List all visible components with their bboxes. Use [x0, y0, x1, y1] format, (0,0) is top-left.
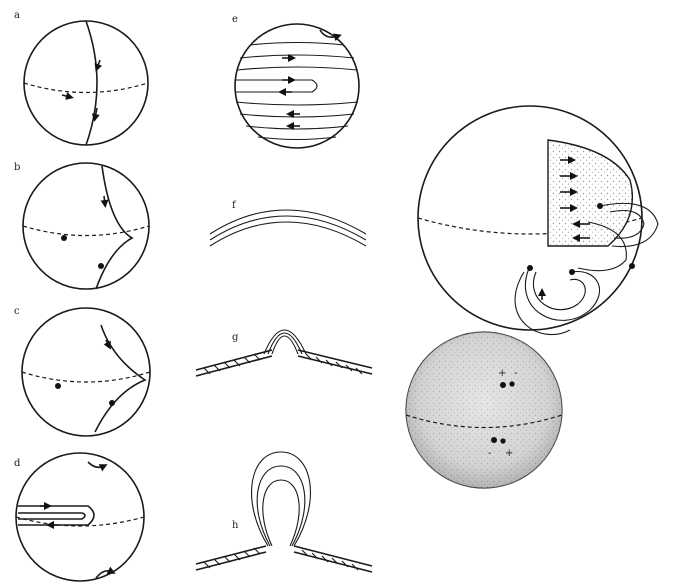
- sphere-b: [23, 163, 149, 289]
- panel-e-label: e: [232, 14, 238, 25]
- panel-h-label: h: [232, 520, 239, 531]
- dot-b-south: [98, 263, 104, 269]
- arrow-b-north: [104, 196, 105, 204]
- field-loop-d-outer: [18, 506, 94, 525]
- emerging-loops-south: [515, 265, 600, 335]
- field-line-b: [96, 166, 132, 289]
- sign-south-negative: -: [488, 448, 491, 459]
- panel-b-label: b: [14, 162, 20, 173]
- panel-e: e: [232, 14, 359, 148]
- arrow-d-north: [88, 462, 104, 467]
- panel-g: g: [196, 330, 372, 376]
- sign-south-positive: +: [505, 448, 513, 459]
- panel-f-label: f: [232, 200, 237, 211]
- sphere-c: [22, 308, 150, 436]
- panel-c-label: c: [14, 306, 20, 317]
- loop-h-middle: [257, 466, 305, 546]
- panel-d: d: [14, 453, 144, 581]
- panel-c: c: [14, 306, 150, 436]
- dot-c-south: [109, 400, 115, 406]
- panel-a-label: a: [14, 10, 20, 21]
- loop-h-inner: [263, 480, 299, 546]
- dot-c: [55, 383, 61, 389]
- equator-c: [22, 372, 150, 382]
- flux-tube-f-2: [210, 216, 366, 240]
- sign-north-positive: +: [498, 368, 506, 379]
- sign-north-negative: -: [514, 368, 517, 379]
- cutaway-interior: [548, 140, 632, 246]
- equator-a: [24, 83, 148, 93]
- panel-b: b: [14, 162, 149, 289]
- sun-texture: [406, 332, 562, 488]
- field-line-c: [95, 325, 145, 432]
- sphere-d: [16, 453, 144, 581]
- field-lines-e: [236, 30, 358, 140]
- field-loop-d-inner: [18, 513, 85, 519]
- panel-h: h: [196, 452, 372, 572]
- flux-tube-f-3: [210, 222, 366, 246]
- panel-g-label: g: [232, 332, 239, 343]
- sun-disk: + - - +: [406, 332, 562, 488]
- dot-b: [61, 235, 67, 241]
- field-line-a: [86, 21, 97, 145]
- rope-g-right: [298, 350, 372, 374]
- panel-d-label: d: [14, 458, 21, 469]
- panel-f: f: [210, 200, 366, 246]
- arrow-a-north: [97, 60, 100, 68]
- equator-b: [23, 226, 149, 236]
- cutaway-sphere: [418, 106, 658, 335]
- arrow-a-equator: [62, 95, 70, 97]
- panel-a: a: [14, 10, 148, 145]
- sphere-a: [24, 21, 148, 145]
